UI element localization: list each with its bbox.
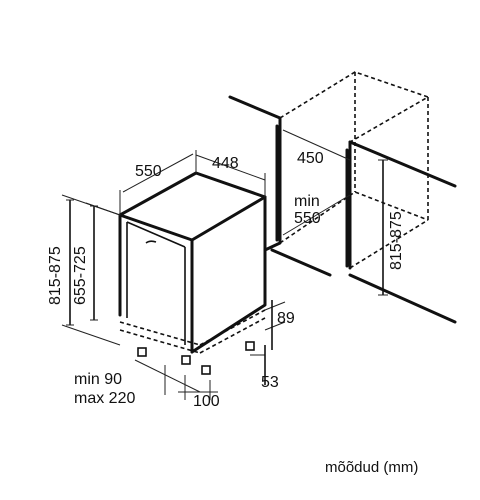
label-foot-offset: 53 — [261, 374, 279, 391]
dishwasher-outline — [118, 171, 267, 354]
dishwasher-feet — [137, 341, 255, 375]
label-niche-height: 815-875 — [388, 211, 405, 270]
label-plinth-depth-min: min 90 — [74, 371, 122, 388]
label-niche-depth-min: min — [294, 193, 320, 210]
label-height-body: 655-725 — [72, 246, 89, 305]
dimension-lines — [61, 129, 388, 400]
handle-icon — [145, 240, 157, 244]
label-depth: 550 — [135, 163, 162, 180]
label-niche-depth-value: 550 — [294, 210, 321, 227]
label-niche-width: 450 — [297, 150, 324, 167]
label-width: 448 — [212, 155, 239, 172]
units-caption: mõõdud (mm) — [325, 459, 418, 476]
label-height-total: 815-875 — [47, 246, 64, 305]
niche-outline — [228, 71, 457, 324]
label-plinth-height: 89 — [277, 310, 295, 327]
label-plinth-depth-max: max 220 — [74, 390, 135, 407]
label-plinth-setback: 100 — [193, 393, 220, 410]
